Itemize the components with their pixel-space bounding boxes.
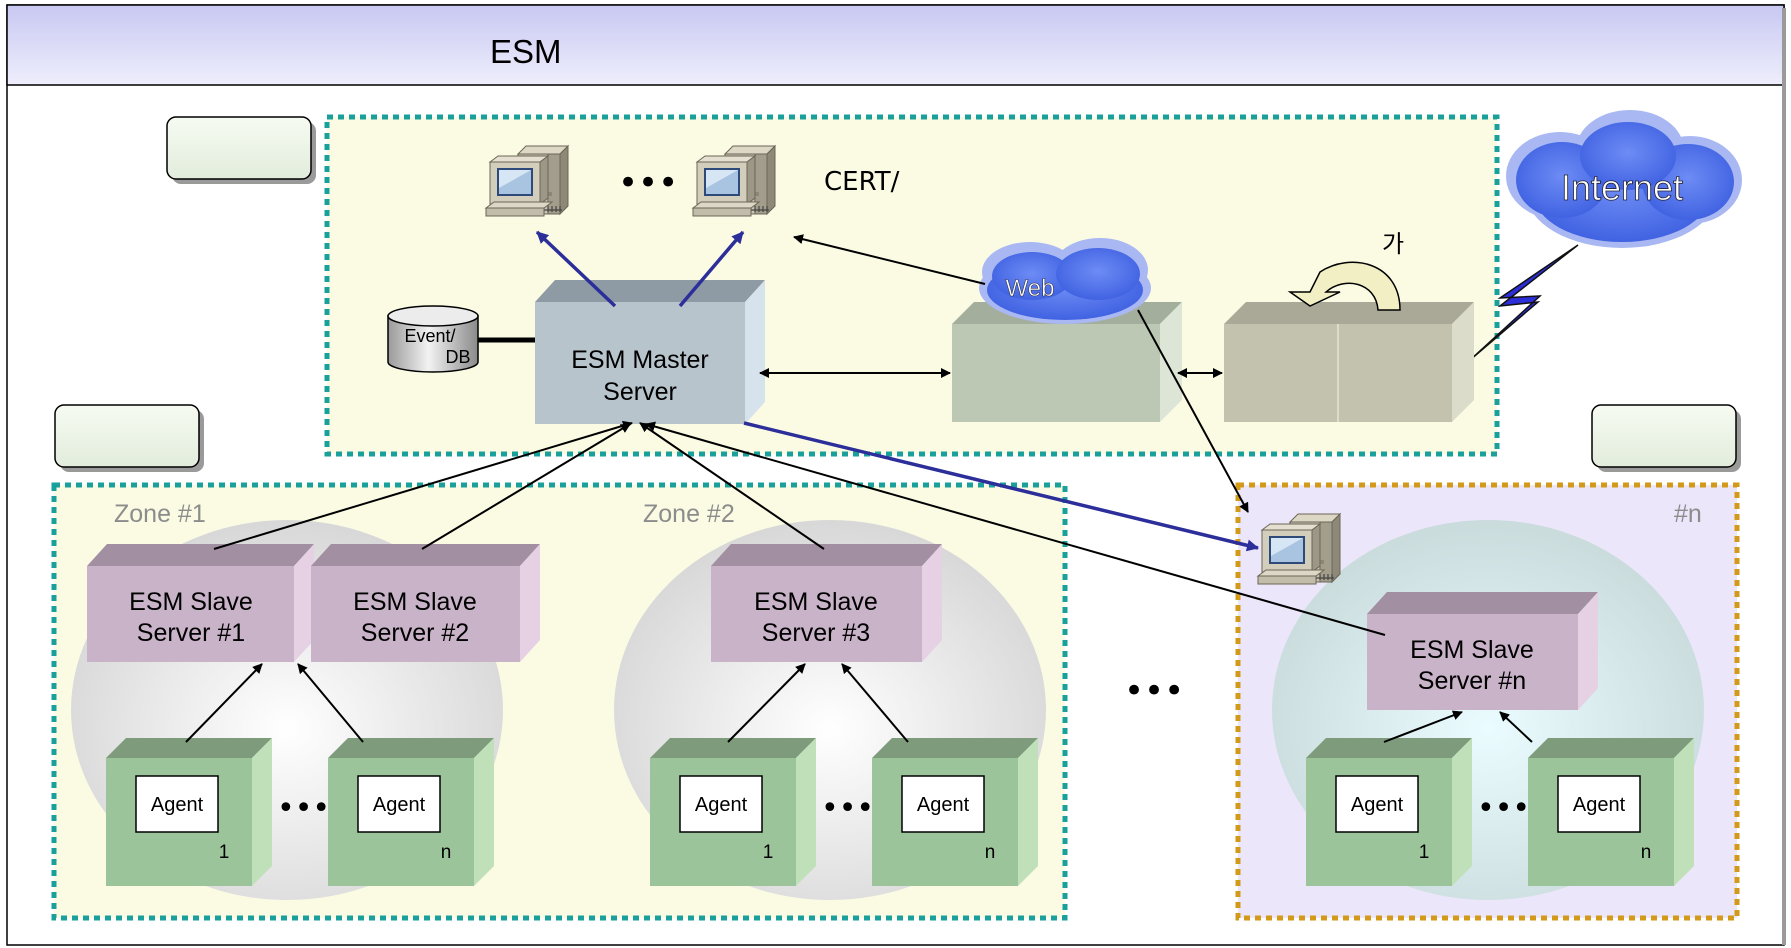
agent-zone2-n: Agent n [872, 738, 1038, 886]
svg-text:Server #n: Server #n [1418, 667, 1526, 695]
svg-text:1: 1 [763, 842, 774, 863]
agent-zone2-1: Agent 1 [650, 738, 816, 886]
slaven-to-master-arrow [645, 421, 1386, 636]
event-db-icon: Event/ DB [387, 305, 479, 373]
svg-text:Agent: Agent [373, 794, 426, 816]
admin-pc-icon [485, 145, 569, 217]
svg-text:n: n [1641, 842, 1652, 863]
svg-text:1: 1 [1419, 842, 1430, 863]
label-tag-master [166, 116, 316, 184]
slave3-to-master-arrow [639, 422, 825, 550]
agent-zone1-n: Agent n [328, 738, 494, 886]
svg-text:Agent: Agent [917, 794, 970, 816]
db-label-line1: Event/ [404, 326, 455, 346]
web-to-pc-arrow [793, 234, 986, 285]
admin-pc-icon [692, 145, 776, 217]
agent-to-slave-arrow [297, 663, 364, 743]
swap-arrow-icon [1287, 261, 1401, 311]
svg-text:Server #1: Server #1 [137, 619, 245, 647]
swap-label: 가 [1382, 230, 1404, 258]
firewall-box [1224, 302, 1474, 422]
slave-server-3: ESM Slave Server #3 [711, 544, 942, 662]
svg-text:Server #2: Server #2 [361, 619, 469, 647]
agent-to-slave-arrow [185, 663, 263, 743]
db-label-line2: DB [445, 347, 470, 367]
slave2-to-master-arrow [421, 423, 631, 550]
master-to-pc-arrow [678, 230, 745, 308]
svg-text:ESM Slave: ESM Slave [754, 588, 878, 616]
web-server-box [952, 302, 1182, 422]
master-to-remote-pc-arrow [743, 421, 1259, 552]
svg-text:n: n [441, 842, 452, 863]
agent-to-slave-arrow [727, 663, 806, 743]
cert-label: CERT/ [824, 167, 900, 197]
svg-text:n: n [985, 842, 996, 863]
web-label: Web [1006, 275, 1055, 302]
svg-text:Agent: Agent [1351, 794, 1404, 816]
label-tag-remote [1591, 404, 1741, 472]
agent-zonen-n: Agent n [1528, 738, 1694, 886]
svg-text:Agent: Agent [695, 794, 748, 816]
svg-text:ESM Slave: ESM Slave [353, 588, 477, 616]
web-to-remote-pc-arrow [1137, 309, 1249, 513]
zone-n-label: #n [1674, 500, 1702, 528]
remote-pc-icon [1257, 513, 1341, 585]
zone-1-label: Zone #1 [114, 500, 206, 528]
agent-zonen-1: Agent 1 [1306, 738, 1472, 886]
svg-text:ESM Slave: ESM Slave [1410, 636, 1534, 664]
pc-ellipsis: ••• [618, 163, 678, 203]
internet-cloud: Internet [1506, 110, 1742, 248]
zone-gap-ellipsis: ••• [1124, 671, 1184, 711]
master-server-line2: Server [603, 378, 677, 406]
agent-to-slave-arrow [1383, 710, 1463, 743]
header-bar [6, 4, 1785, 86]
svg-text:Agent: Agent [151, 794, 204, 816]
svg-text:Agent: Agent [1573, 794, 1626, 816]
slave-server-2: ESM Slave Server #2 [311, 544, 540, 662]
agent-to-slave-arrow [1499, 711, 1533, 743]
master-to-pc-arrow [535, 230, 617, 308]
master-server-line1: ESM Master [571, 346, 709, 374]
slave-server-n: ESM Slave Server #n [1367, 592, 1598, 710]
agent-ellipsis: ••• [1477, 791, 1530, 826]
svg-text:1: 1 [219, 842, 230, 863]
agent-to-slave-arrow [841, 663, 909, 743]
internet-label: Internet [1561, 167, 1683, 208]
esm-master-server: ESM Master Server [535, 280, 765, 424]
web-cloud: Web [979, 238, 1151, 324]
slave1-to-master-arrow [213, 420, 633, 550]
header-title: ESM [490, 33, 562, 70]
svg-text:Server #3: Server #3 [762, 619, 870, 647]
agent-ellipsis: ••• [821, 791, 874, 826]
svg-text:ESM Slave: ESM Slave [129, 588, 253, 616]
label-tag-zones [54, 404, 204, 472]
slave-server-1: ESM Slave Server #1 [87, 544, 314, 662]
agent-zone1-1: Agent 1 [106, 738, 272, 886]
zone-2-label: Zone #2 [643, 500, 735, 528]
agent-ellipsis: ••• [277, 791, 330, 826]
